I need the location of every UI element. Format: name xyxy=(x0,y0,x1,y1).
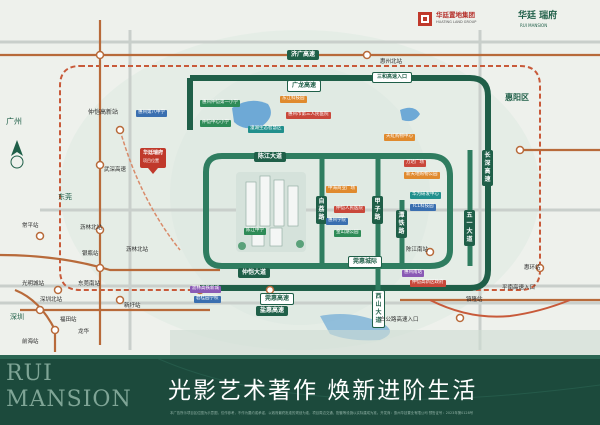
disclaimer: 本广告所示项目区位图为示意图，仅作参考，不作为要约或承诺，以政府最终批准的规划为… xyxy=(170,411,474,415)
label-luxi-north: 沥林北站 xyxy=(80,225,103,231)
poi-item: 惠州学院 xyxy=(326,218,348,225)
inner-ring xyxy=(203,153,453,269)
road-wanhuicheng: 莞惠城际 xyxy=(348,256,383,268)
poi-item: 仲恺中心小学 xyxy=(200,120,231,127)
poi-item: TCL科技园 xyxy=(410,204,436,211)
developer-name: 华廷置地集团 xyxy=(436,11,475,19)
label-xingtang: 镇隆站 xyxy=(466,297,483,303)
label-lingnan: 龙华 xyxy=(78,329,90,335)
poi-item: 天虹购物中心 xyxy=(384,134,415,141)
huating-logo-icon xyxy=(418,12,432,26)
poi-item: 金山湖公园 xyxy=(334,230,361,237)
poi-item: 仲恺高新区政府 xyxy=(410,280,446,287)
label-yuanzhou-exit: 白公路高速入口 xyxy=(380,317,419,323)
road-ganzi: 甲子路 xyxy=(372,196,383,224)
label-chenjiang-nan: 陈江南站 xyxy=(406,247,429,253)
label-shenzhen: 深圳 xyxy=(10,313,24,321)
slogan: 光影艺术著作 焕新进阶生活 xyxy=(168,378,478,404)
footer-decor xyxy=(0,355,600,401)
poi-item: 惠州第八中学 xyxy=(136,110,167,117)
project-name-en: RUI MANSION xyxy=(520,23,548,28)
developer-sub: HUATING LAND GROUP xyxy=(436,20,477,24)
poi-item: 陈江中学 xyxy=(244,228,266,235)
poi-item: 仲恺人民医院 xyxy=(334,206,365,213)
road-guanhui: 莞惠高速 xyxy=(260,293,295,305)
road-jiguang: 济广高速 xyxy=(287,50,320,60)
project-pin-icon xyxy=(140,148,166,174)
label-dongguan-south: 东莞南站 xyxy=(78,281,101,287)
label-guangzhou: 广州 xyxy=(6,117,22,126)
label-pinghui-exit: 平南高速入口 xyxy=(502,285,536,291)
poi-item: 东江科技园 xyxy=(280,96,307,103)
label-shenzhen-north: 深圳北站 xyxy=(40,297,63,303)
road-changshen: 长深高速 xyxy=(482,150,493,186)
north-arrow-icon xyxy=(10,140,24,169)
project-building-cluster xyxy=(236,172,306,252)
poi-item: 中海商业广场 xyxy=(326,186,357,193)
label-dongguan: 东莞 xyxy=(58,193,72,201)
label-huanhui: 惠环站 xyxy=(524,265,541,271)
road-zigu: 自荔路 xyxy=(316,196,327,224)
poi-item: 惠州市第三人民医院 xyxy=(286,112,331,119)
road-zhongkai: 仲恺大道 xyxy=(238,268,271,278)
poi-item: 碧桂园学校 xyxy=(194,296,221,303)
brand-rui: RUI xyxy=(6,361,53,386)
label-guangming: 光明城站 xyxy=(22,281,45,287)
poi-item: 潼湖生态智慧区 xyxy=(248,126,284,133)
label-sanhe: 惠州北站 xyxy=(380,59,403,65)
road-wuxing: 五一大道 xyxy=(464,210,475,246)
road-chenjiang: 陈江大道 xyxy=(254,152,287,162)
label-wushen: 武深高速 xyxy=(104,167,127,173)
label-qianhai: 前海站 xyxy=(22,339,39,345)
label-huiyang: 惠阳区 xyxy=(505,93,529,102)
poi-item: 惠州南站 xyxy=(402,270,424,277)
project-marker-tag: 项目位置 xyxy=(143,158,159,163)
brand-mansion: MANSION xyxy=(6,387,132,412)
poi-item: 惠州仲恺第一小学 xyxy=(200,100,240,107)
label-xinping: 新圩站 xyxy=(124,303,141,309)
label-yinping: 银瓶站 xyxy=(82,251,99,257)
lake-water xyxy=(232,100,271,129)
footer-banner: RUI MANSION 光影艺术著作 焕新进阶生活 本广告所示项目区位图为示意图… xyxy=(0,355,600,425)
label-zhongkai-hitech: 仲恺高新站 xyxy=(88,109,119,116)
poi-item: 万达广场 xyxy=(404,160,426,167)
poi-item: 华为研发中心 xyxy=(410,192,441,199)
road-guanglong: 广龙高速 xyxy=(287,80,322,92)
road-yanhui: 盐惠高速 xyxy=(256,306,289,316)
label-futian: 福田站 xyxy=(60,317,77,323)
project-name-cn: 华廷 瑞府 xyxy=(518,11,558,21)
road-tantie: 潭铁路 xyxy=(396,210,407,238)
project-marker-name: 华廷瑞府 xyxy=(143,150,164,156)
poi-item: 新天地购物公园 xyxy=(404,172,440,179)
lake-water-east xyxy=(400,107,420,122)
compass xyxy=(6,140,28,174)
label-liulin: 沥林北站 xyxy=(126,247,149,253)
road-sanhe-exit: 三和高速入口 xyxy=(372,72,413,83)
road-yuanzhou: 西山大道 xyxy=(372,290,385,328)
rail-loop xyxy=(59,65,541,291)
poi-item: 沥林高铁新城 xyxy=(190,286,221,293)
label-changping: 常平站 xyxy=(22,223,39,229)
